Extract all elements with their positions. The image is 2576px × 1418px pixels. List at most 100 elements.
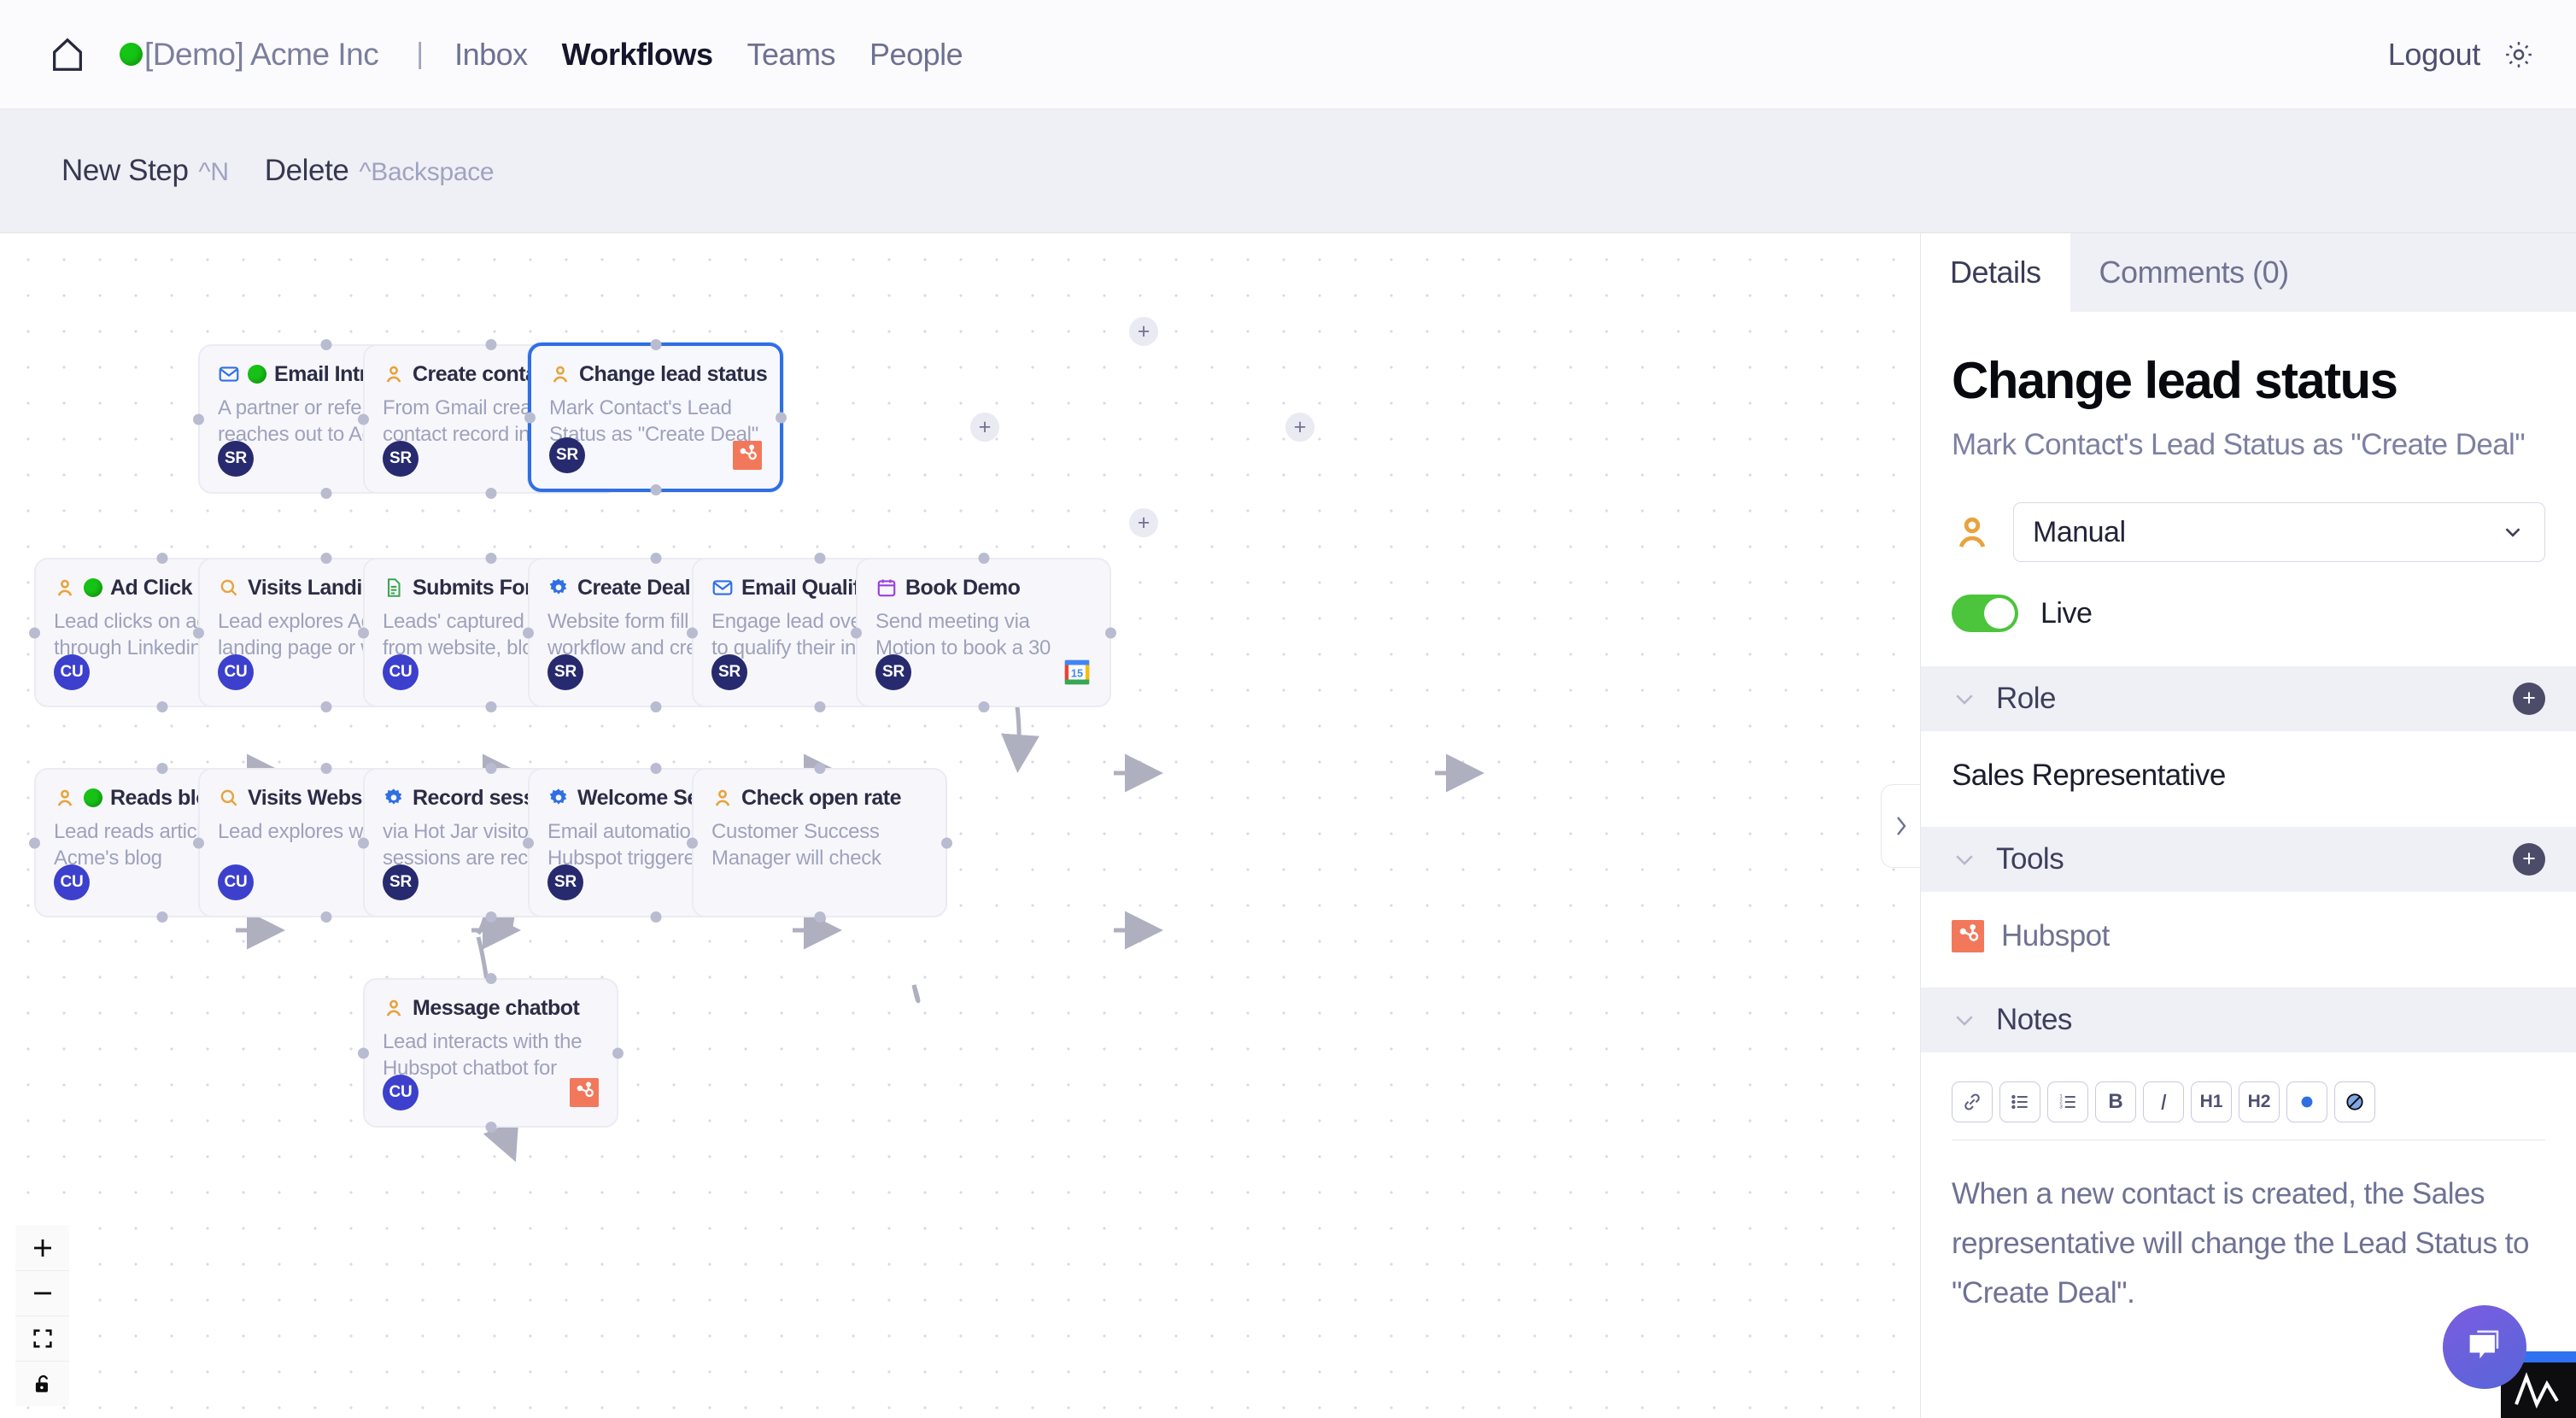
node-port-left[interactable] xyxy=(358,413,369,425)
workflow-node-email-intro[interactable]: Email Intro A partner or referral reache… xyxy=(193,339,459,499)
node-port-bottom[interactable] xyxy=(485,701,496,712)
node-port-bottom[interactable] xyxy=(978,701,989,712)
node-port-bottom[interactable] xyxy=(320,701,331,712)
node-port-bottom[interactable] xyxy=(156,911,167,923)
node-port-left[interactable] xyxy=(687,837,698,848)
node-port-bottom[interactable] xyxy=(814,911,825,923)
avatar[interactable]: SR xyxy=(549,437,585,473)
node-port-right[interactable] xyxy=(1105,627,1116,638)
add-step-button-right[interactable]: + xyxy=(1285,413,1314,442)
node-port-top[interactable] xyxy=(320,763,331,774)
assignee-select[interactable]: Manual xyxy=(2013,502,2545,562)
node-port-right[interactable] xyxy=(612,1047,624,1058)
node-port-bottom[interactable] xyxy=(485,488,496,499)
node-port-left[interactable] xyxy=(524,412,536,423)
avatar[interactable]: CU xyxy=(218,864,254,900)
avatar[interactable]: SR xyxy=(383,441,419,477)
zoom-out-button[interactable] xyxy=(15,1270,69,1315)
tool-row-hubspot[interactable]: Hubspot xyxy=(1952,919,2545,953)
avatar[interactable]: SR xyxy=(547,864,583,900)
node-port-top[interactable] xyxy=(485,553,496,564)
node-port-bottom[interactable] xyxy=(814,701,825,712)
heading-1-icon[interactable]: H1 xyxy=(2191,1081,2232,1122)
bold-icon[interactable]: B xyxy=(2095,1081,2136,1122)
node-port-left[interactable] xyxy=(523,627,534,638)
nav-link-workflows[interactable]: Workflows xyxy=(561,36,713,72)
avatar[interactable]: SR xyxy=(218,441,254,477)
add-step-button-left[interactable]: + xyxy=(970,413,999,442)
node-port-bottom[interactable] xyxy=(485,1122,496,1133)
italic-icon[interactable]: I xyxy=(2143,1081,2184,1122)
node-port-bottom[interactable] xyxy=(320,911,331,923)
home-icon[interactable] xyxy=(48,35,87,74)
logout-button[interactable]: Logout xyxy=(2387,36,2481,72)
workflow-node-check-open-rate[interactable]: Check open rate Customer Success Manager… xyxy=(687,763,952,923)
node-port-top[interactable] xyxy=(978,553,989,564)
add-step-button-top[interactable]: + xyxy=(1129,317,1158,346)
avatar[interactable]: CU xyxy=(218,654,254,690)
node-port-left[interactable] xyxy=(29,627,40,638)
heading-2-icon[interactable]: H2 xyxy=(2239,1081,2280,1122)
color-swatch-icon[interactable] xyxy=(2286,1081,2327,1122)
node-port-left[interactable] xyxy=(193,837,204,848)
nav-link-people[interactable]: People xyxy=(869,36,963,72)
node-port-left[interactable] xyxy=(358,627,369,638)
avatar[interactable]: CU xyxy=(383,654,419,690)
workflow-node-change-lead-status[interactable]: Change lead status Mark Contact's Lead S… xyxy=(524,339,787,495)
avatar[interactable]: CU xyxy=(54,864,90,900)
avatar[interactable]: SR xyxy=(383,864,419,900)
node-port-bottom[interactable] xyxy=(650,911,661,923)
workflow-node-message-chatbot[interactable]: Message chatbot Lead interacts with the … xyxy=(358,973,624,1133)
bulleted-list-icon[interactable] xyxy=(1999,1081,2040,1122)
tab-comments[interactable]: Comments (0) xyxy=(2099,255,2290,290)
workflow-canvas[interactable]: Email Intro A partner or referral reache… xyxy=(0,233,1920,1418)
node-port-left[interactable] xyxy=(687,627,698,638)
nav-link-inbox[interactable]: Inbox xyxy=(454,36,528,72)
section-header-role[interactable]: Role + xyxy=(1921,666,2576,731)
node-port-left[interactable] xyxy=(193,627,204,638)
node-port-left[interactable] xyxy=(358,837,369,848)
add-tool-button[interactable]: + xyxy=(2513,843,2545,876)
node-port-top[interactable] xyxy=(814,553,825,564)
node-port-left[interactable] xyxy=(523,837,534,848)
tab-details[interactable]: Details xyxy=(1921,233,2070,312)
node-port-top[interactable] xyxy=(320,339,331,350)
add-step-button-bottom[interactable]: + xyxy=(1129,508,1158,537)
add-role-button[interactable]: + xyxy=(2513,683,2545,715)
gear-icon[interactable] xyxy=(2503,38,2535,71)
new-step-button[interactable]: New Step ^N xyxy=(61,154,229,188)
avatar[interactable]: CU xyxy=(383,1075,419,1110)
notes-text[interactable]: When a new contact is created, the Sales… xyxy=(1952,1177,2530,1310)
org-selector[interactable]: [Demo] Acme Inc xyxy=(120,37,379,73)
node-port-top[interactable] xyxy=(320,553,331,564)
node-port-top[interactable] xyxy=(156,553,167,564)
node-port-left[interactable] xyxy=(193,413,204,425)
node-port-right[interactable] xyxy=(941,837,952,848)
node-port-left[interactable] xyxy=(851,627,862,638)
clear-format-icon[interactable] xyxy=(2334,1081,2375,1122)
node-port-top[interactable] xyxy=(156,763,167,774)
section-header-tools[interactable]: Tools + xyxy=(1921,827,2576,892)
node-port-bottom[interactable] xyxy=(485,911,496,923)
avatar[interactable]: SR xyxy=(711,654,747,690)
node-port-top[interactable] xyxy=(485,339,496,350)
avatar[interactable]: SR xyxy=(547,654,583,690)
node-port-left[interactable] xyxy=(29,837,40,848)
nav-link-teams[interactable]: Teams xyxy=(746,36,836,72)
workflow-node-submits-form[interactable]: Submits Form Leads' captured directly fr… xyxy=(358,553,624,712)
node-port-left[interactable] xyxy=(358,1047,369,1058)
node-port-top[interactable] xyxy=(650,553,661,564)
fit-view-button[interactable] xyxy=(15,1315,69,1361)
node-port-bottom[interactable] xyxy=(320,488,331,499)
zoom-in-button[interactable] xyxy=(15,1225,69,1270)
link-icon[interactable] xyxy=(1952,1081,1993,1122)
node-port-bottom[interactable] xyxy=(650,701,661,712)
node-port-top[interactable] xyxy=(650,763,661,774)
lock-button[interactable] xyxy=(15,1361,69,1406)
section-header-notes[interactable]: Notes xyxy=(1921,987,2576,1052)
workflow-node-book-demo[interactable]: Book Demo Send meeting via Motion to boo… xyxy=(851,553,1116,712)
node-port-top[interactable] xyxy=(650,339,661,350)
delete-button[interactable]: Delete ^Backspace xyxy=(265,154,495,188)
avatar[interactable]: SR xyxy=(875,654,911,690)
